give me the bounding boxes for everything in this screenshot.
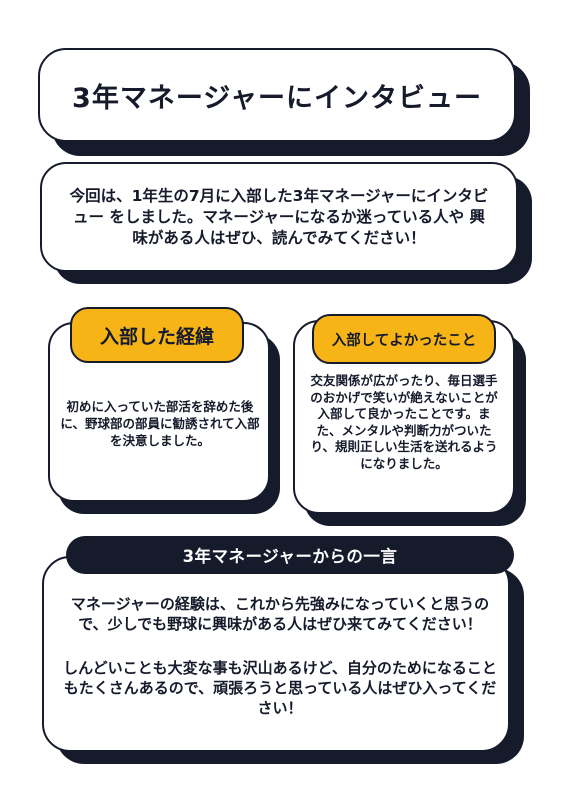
right-panel-body: 交友関係が広がったり、毎日選手のおかげで笑いが絶えないことが入部して良かったこと…	[310, 373, 498, 471]
bottom-panel	[42, 556, 510, 752]
left-panel-body: 初めに入っていた部活を辞めた後に、野球部の部員に勧誘されて入部を決意しました。	[60, 399, 260, 448]
message-paragraph-1: マネージャーの経験は、これから先強みになっていくと思うので、少しでも野球に興味が…	[70, 595, 490, 633]
bottom-panel-body: マネージャーの経験は、これから先強みになっていくと思うので、少しでも野球に興味が…	[62, 594, 498, 718]
message-paragraph-2: しんどいことも大変な事も沢山あるけど、自分のためになることもたくさんあるので、頑…	[63, 659, 497, 717]
bottom-panel-header: 3年マネージャーからの一言	[66, 536, 514, 574]
right-panel-label: 入部してよかったこと	[312, 314, 496, 364]
intro-card: 今回は、1年生の7月に入部した3年マネージャーにインタビュー をしました。マネー…	[40, 162, 518, 272]
title-card: 3年マネージャーにインタビュー	[38, 48, 516, 142]
left-panel-label: 入部した経緯	[70, 307, 244, 363]
intro-text: 今回は、1年生の7月に入部した3年マネージャーにインタビュー をしました。マネー…	[69, 186, 489, 247]
page-title: 3年マネージャーにインタビュー	[72, 82, 482, 114]
